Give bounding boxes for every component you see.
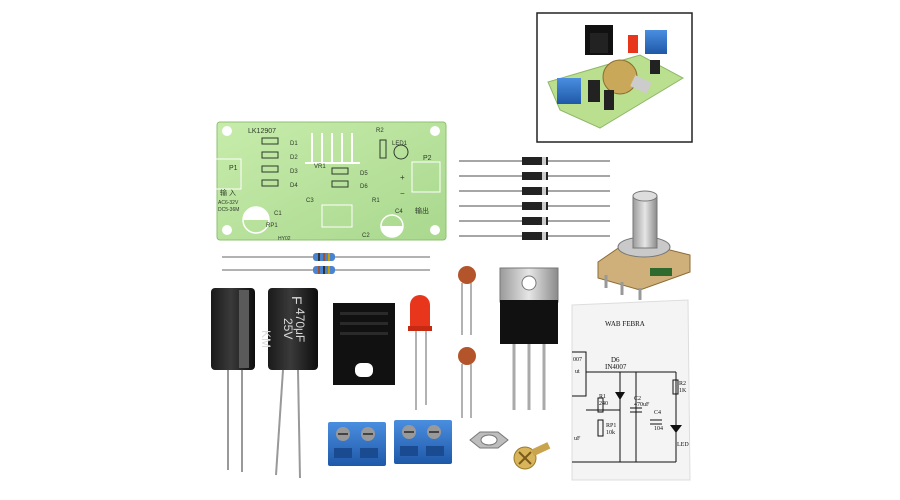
pcb-label-c2: C2	[362, 233, 370, 239]
capacitor-prefix: F	[289, 296, 305, 305]
pcb-minus-sign: −	[400, 189, 405, 198]
schematic-led: LED	[677, 442, 689, 448]
diode	[459, 202, 610, 210]
brass-screw	[513, 442, 551, 470]
diode	[459, 232, 610, 240]
schematic-c4: C4	[654, 410, 661, 416]
resistor	[222, 253, 430, 261]
voltage-regulator	[499, 267, 559, 410]
schematic-r2-value: 1K	[679, 388, 687, 394]
schematic-r1: R1	[599, 394, 606, 400]
schematic-r1-value: 240	[599, 401, 608, 407]
pcb-label-rp1: RP1	[266, 223, 278, 229]
schematic-d6-part: IN4007	[605, 363, 627, 371]
electrolytic-capacitor-470uf: F 470μF 25V KM	[259, 288, 318, 479]
schematic-left-code: 007	[573, 357, 582, 363]
pcb-model-label: LK12907	[248, 128, 276, 135]
pcb-label-d1: D1	[290, 141, 298, 147]
pcb-input-spec-ac: AC6-32V	[218, 200, 239, 206]
diode	[459, 187, 610, 195]
electrolytic-capacitor-small	[211, 288, 255, 472]
schematic-r2: R2	[679, 381, 686, 387]
schematic-left-frag-a: ut	[575, 369, 580, 375]
pcb-input-label: 输 入	[220, 188, 236, 197]
schematic-rp1: RP1	[606, 423, 616, 429]
schematic-d6: D6	[611, 356, 620, 364]
terminal-block	[394, 420, 452, 464]
pcb-label-led1: LED1	[392, 141, 408, 147]
pcb-label-vr1: VR1	[314, 164, 326, 170]
pcb-label-d2: D2	[290, 155, 298, 161]
pcb-label-p2: P2	[423, 155, 432, 162]
pcb-label-r2: R2	[376, 128, 384, 134]
resistors	[222, 253, 430, 274]
terminal-block	[328, 422, 386, 466]
capacitor-brand: KM	[259, 330, 273, 348]
pcb-label-d6: D6	[360, 184, 368, 190]
schematic-rp1-value: 10k	[606, 430, 615, 436]
pcb-footer-code: HY02	[278, 236, 291, 242]
inset-assembled-board	[536, 12, 693, 143]
pcb-label-p1: P1	[229, 165, 238, 172]
potentiometer	[597, 190, 691, 300]
diode	[459, 172, 610, 180]
schematic-c4-value: 104	[654, 426, 663, 432]
pcb-label-c4: C4	[395, 209, 403, 215]
ceramic-capacitor	[458, 347, 476, 418]
pcb-board: LK12907 D1 D2 D3 D4 D5 D6 R2 LED1 VR1 R1…	[212, 121, 447, 242]
schematic-c2: C2	[634, 396, 641, 402]
heatsink	[333, 303, 395, 385]
capacitor-value: 470μF	[293, 308, 307, 342]
schematic-sheet: WAB FEBRA 007 ut D6 IN4007 R1 240 RP1 10…	[571, 299, 691, 481]
red-led	[408, 295, 432, 410]
pcb-label-r1: R1	[372, 198, 380, 204]
pcb-label-d5: D5	[360, 171, 368, 177]
diodes	[459, 157, 610, 240]
pcb-label-c3: C3	[306, 198, 314, 204]
diode	[459, 157, 610, 165]
schematic-left-frag-b: uF	[574, 436, 581, 442]
pcb-output-label: 输出	[415, 206, 429, 215]
pcb-label-d4: D4	[290, 183, 298, 189]
diode	[459, 217, 610, 225]
pcb-plus-sign: +	[400, 173, 405, 182]
resistor	[222, 266, 430, 274]
schematic-c2-value: 470uF	[634, 402, 650, 408]
pcb-label-c1: C1	[274, 211, 282, 217]
capacitor-voltage: 25V	[281, 318, 295, 339]
pcb-label-d3: D3	[290, 169, 298, 175]
pcb-input-spec-dc: DC5-36M	[218, 207, 239, 213]
schematic-header: WAB FEBRA	[605, 320, 645, 328]
ceramic-capacitor	[458, 266, 476, 335]
hex-nut	[469, 431, 509, 449]
